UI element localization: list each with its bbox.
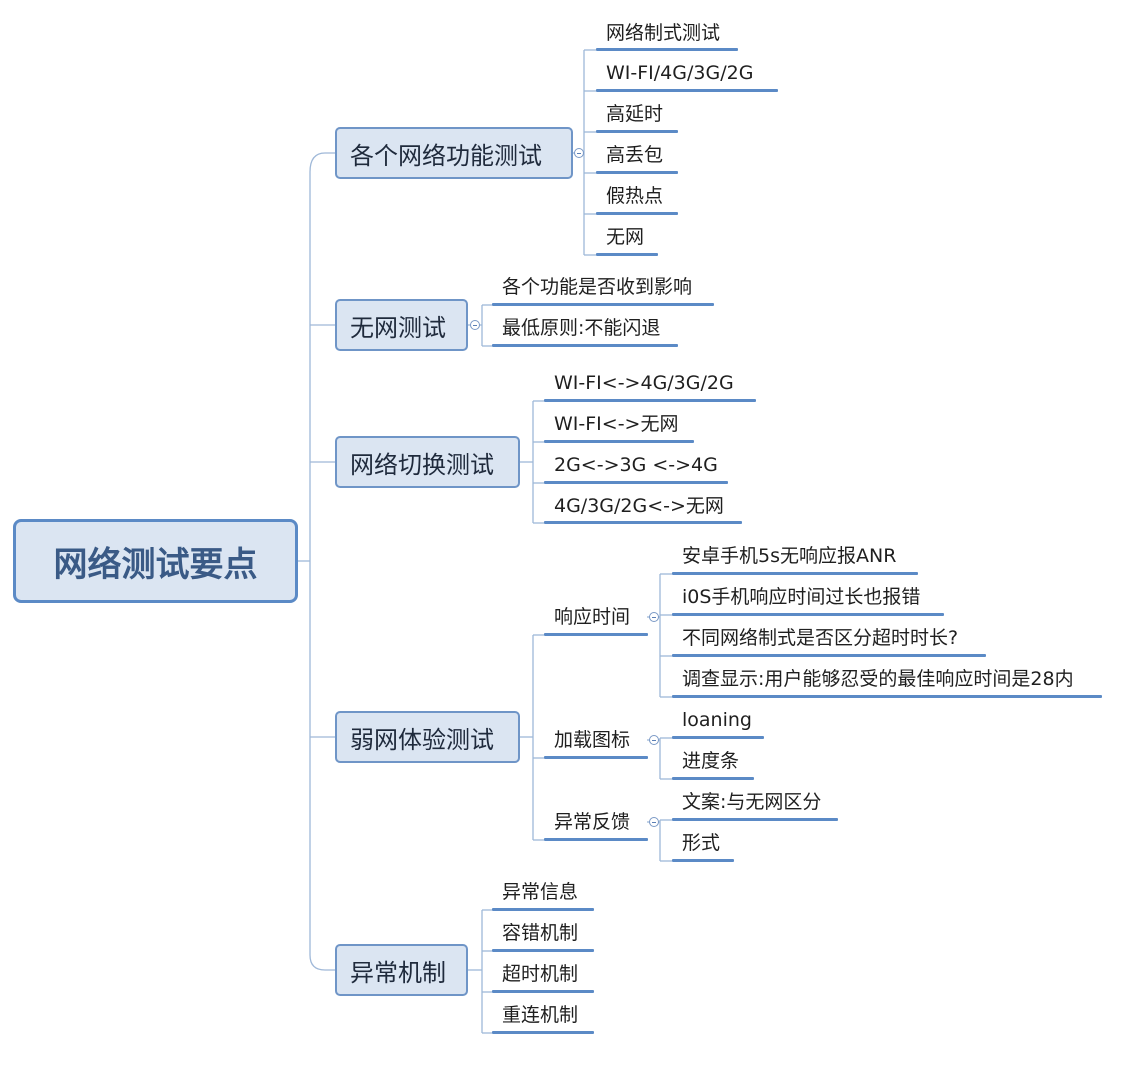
leaf-underline <box>544 440 694 443</box>
leaf-underline <box>672 736 764 739</box>
leaf-underline <box>596 48 738 51</box>
subgroup-underline <box>544 838 648 841</box>
leaf-underline <box>672 654 986 657</box>
subgroup-underline <box>544 756 648 759</box>
leaf-copywriting[interactable]: 文案:与无网区分 <box>682 791 822 813</box>
collapse-icon[interactable] <box>649 817 659 827</box>
leaf-underline <box>672 777 754 780</box>
leaf-underline <box>492 1031 594 1034</box>
leaf-underline <box>544 399 756 402</box>
leaf-2g-3g-4g[interactable]: 2G<->3G <->4G <box>554 454 718 476</box>
leaf-high-latency[interactable]: 高延时 <box>606 103 664 125</box>
leaf-underline <box>672 859 734 862</box>
root-topic[interactable]: 网络测试要点 <box>13 519 298 603</box>
leaf-timeout-by-network-type[interactable]: 不同网络制式是否区分超时时长? <box>682 627 959 649</box>
leaf-ios-timeout-error[interactable]: i0S手机响应时间过长也报错 <box>682 586 921 608</box>
leaf-reconnect-mechanism[interactable]: 重连机制 <box>502 1004 579 1026</box>
leaf-no-network[interactable]: 无网 <box>606 226 645 248</box>
leaf-android-anr[interactable]: 安卓手机5s无响应报ANR <box>682 545 897 567</box>
subgroup-error-feedback[interactable]: 异常反馈 <box>554 811 631 833</box>
leaf-high-packet-loss[interactable]: 高丢包 <box>606 144 664 166</box>
leaf-underline <box>596 171 678 174</box>
leaf-network-standard-test[interactable]: 网络制式测试 <box>606 22 721 44</box>
branch-no-network-test[interactable]: 无网测试 <box>335 299 468 351</box>
leaf-wifi-to-cellular[interactable]: WI-FI<->4G/3G/2G <box>554 372 734 394</box>
leaf-underline <box>492 990 594 993</box>
collapse-icon[interactable] <box>649 612 659 622</box>
subgroup-loading-icon[interactable]: 加载图标 <box>554 729 631 751</box>
leaf-timeout-mechanism[interactable]: 超时机制 <box>502 963 579 985</box>
leaf-underline <box>544 481 728 484</box>
leaf-exception-info[interactable]: 异常信息 <box>502 881 579 903</box>
leaf-underline <box>492 908 594 911</box>
branch-exception-mechanism[interactable]: 异常机制 <box>335 944 468 996</box>
leaf-loaning[interactable]: loaning <box>682 709 752 731</box>
collapse-icon[interactable] <box>574 148 584 158</box>
leaf-wifi-4g-3g-2g[interactable]: WI-FI/4G/3G/2G <box>606 62 754 84</box>
subgroup-underline <box>544 633 648 636</box>
leaf-underline <box>672 613 944 616</box>
leaf-underline <box>492 344 678 347</box>
leaf-underline <box>596 253 658 256</box>
leaf-underline <box>596 212 678 215</box>
leaf-fake-hotspot[interactable]: 假热点 <box>606 185 664 207</box>
leaf-underline <box>596 89 778 92</box>
leaf-no-crash-principle[interactable]: 最低原则:不能闪退 <box>502 317 661 339</box>
collapse-icon[interactable] <box>470 320 480 330</box>
leaf-wifi-to-no-network[interactable]: WI-FI<->无网 <box>554 413 679 435</box>
leaf-underline <box>596 130 678 133</box>
leaf-underline <box>492 949 594 952</box>
leaf-fault-tolerance[interactable]: 容错机制 <box>502 922 579 944</box>
leaf-survey-best-response-time[interactable]: 调查显示:用户能够忍受的最佳响应时间是28内 <box>682 668 1074 690</box>
collapse-icon[interactable] <box>649 735 659 745</box>
leaf-underline <box>672 572 918 575</box>
leaf-progress-bar[interactable]: 进度条 <box>682 750 740 772</box>
branch-weak-network-test[interactable]: 弱网体验测试 <box>335 711 520 763</box>
leaf-cellular-to-no-network[interactable]: 4G/3G/2G<->无网 <box>554 495 724 517</box>
leaf-underline <box>544 521 742 524</box>
leaf-features-affected[interactable]: 各个功能是否收到影响 <box>502 276 693 298</box>
leaf-underline <box>672 818 838 821</box>
leaf-underline <box>492 303 714 306</box>
branch-network-switch-test[interactable]: 网络切换测试 <box>335 436 520 488</box>
branch-network-function-test[interactable]: 各个网络功能测试 <box>335 127 573 179</box>
leaf-underline <box>672 695 1102 698</box>
leaf-form[interactable]: 形式 <box>682 832 721 854</box>
subgroup-response-time[interactable]: 响应时间 <box>554 606 631 628</box>
